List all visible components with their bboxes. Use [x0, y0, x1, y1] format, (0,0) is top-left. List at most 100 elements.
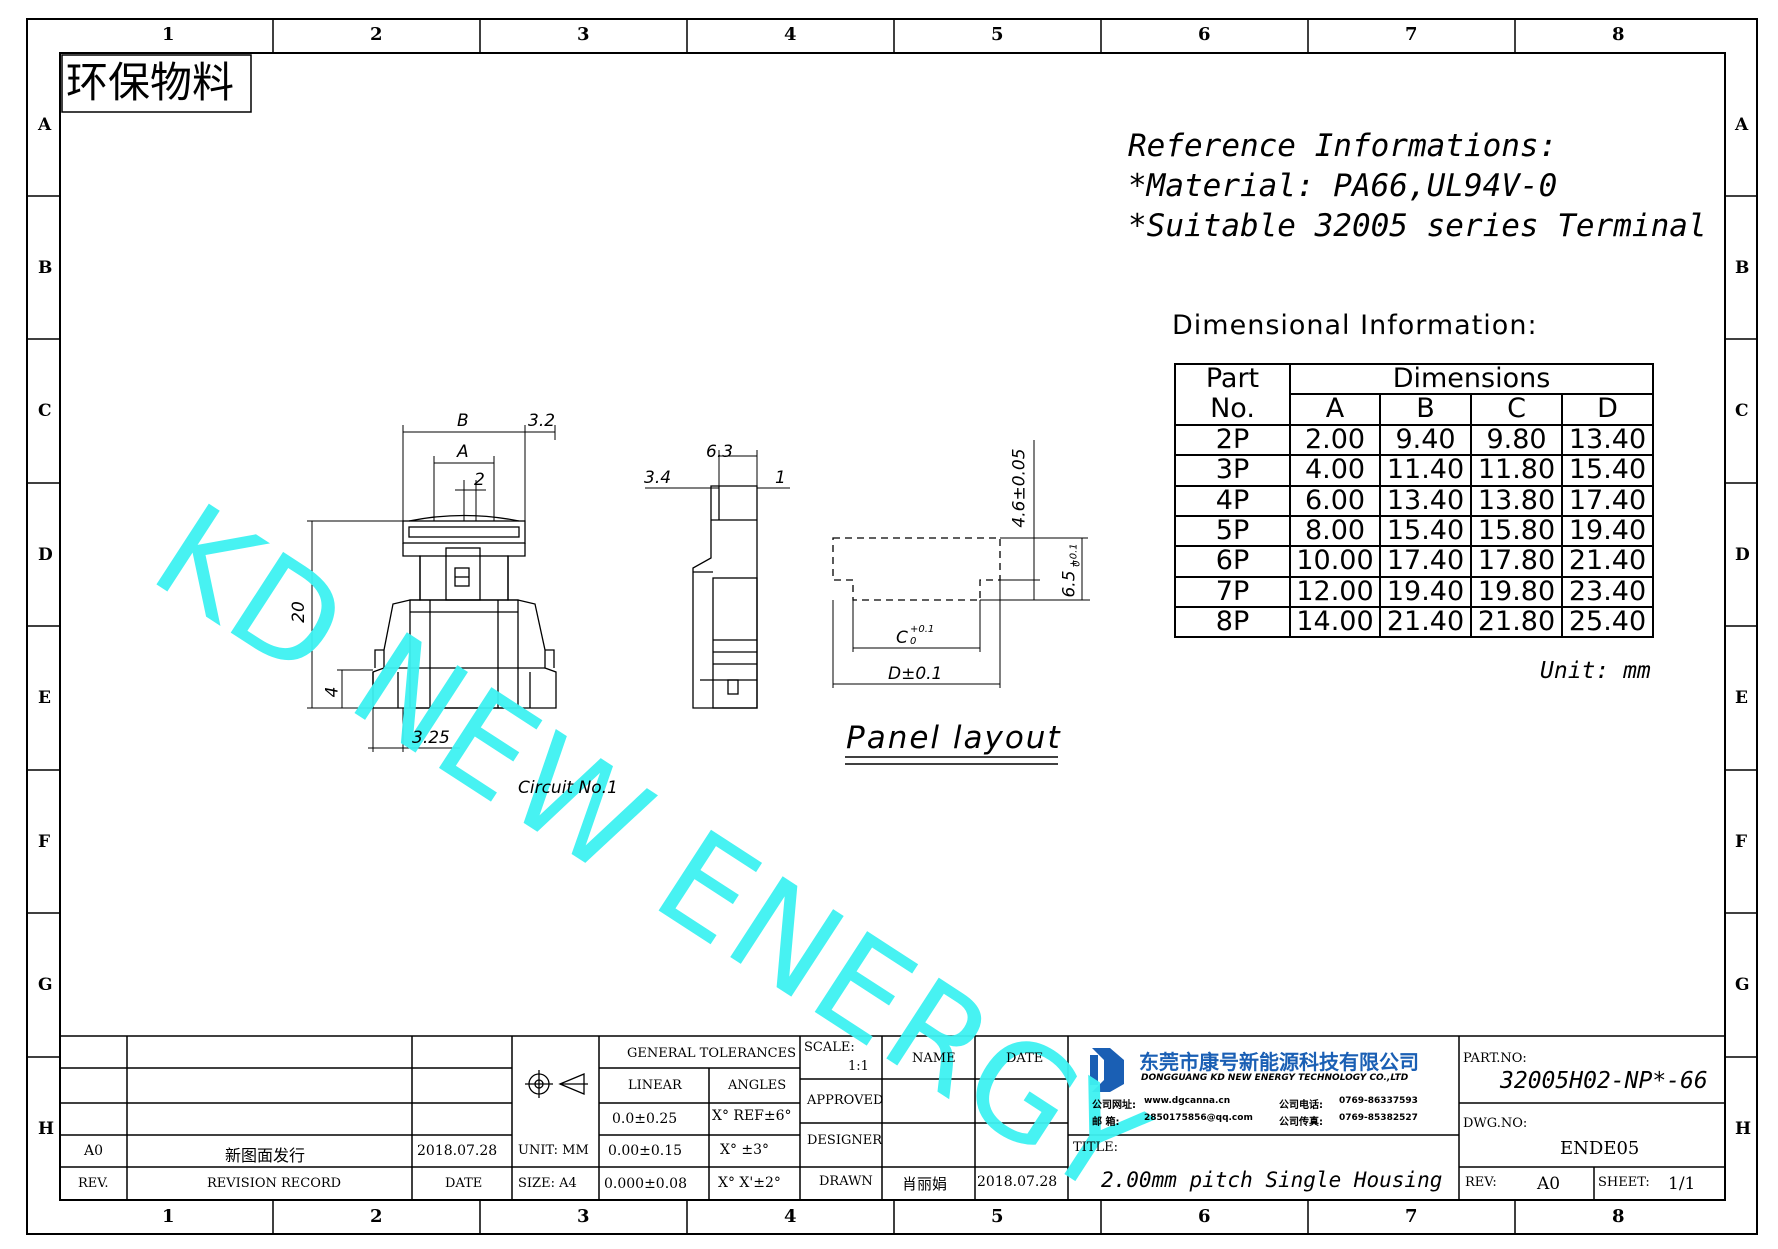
table-row-c: 19.80 [1477, 576, 1556, 607]
dim-label-pitch-2: 2 [474, 470, 485, 490]
dim-label-a: A [457, 442, 469, 462]
angles-header: ANGLES [728, 1078, 787, 1093]
table-row-a: 8.00 [1304, 515, 1366, 546]
table-row-a: 10.00 [1296, 545, 1374, 576]
part-no: 32005H02-NP*-66 [1500, 1068, 1708, 1094]
col-label-bottom-3: 3 [577, 1206, 590, 1227]
table-header-c: C [1507, 393, 1526, 424]
part-no-label: PART.NO: [1463, 1051, 1527, 1066]
dim-label-6-5-tol-lower: 0 [1071, 560, 1083, 567]
col-label-top-6: 6 [1198, 24, 1211, 45]
table-row-a: 4.00 [1304, 454, 1366, 485]
dim-label-height-20: 20 [288, 601, 309, 623]
size-field: SIZE: A4 [518, 1176, 577, 1191]
header-revision-record: REVISION RECORD [207, 1176, 342, 1191]
row-label-left-d: D [38, 545, 53, 565]
eco-material-label: 环保物料 [66, 58, 235, 107]
table-row-c: 11.80 [1477, 454, 1556, 485]
table-row-d: 17.40 [1568, 485, 1647, 516]
table-row-d: 23.40 [1568, 576, 1647, 607]
company-tel-label: 公司电话: [1279, 1100, 1323, 1111]
col-label-top-1: 1 [162, 24, 175, 45]
rev-date: 2018.07.28 [417, 1143, 498, 1159]
sheet-value: 1/1 [1668, 1174, 1696, 1194]
company-mail: 2850175856@qq.com [1144, 1113, 1253, 1123]
drawn-label: DRAWN [819, 1174, 873, 1189]
col-label-top-4: 4 [784, 24, 797, 45]
row-label-left-e: E [38, 688, 51, 708]
col-label-top-5: 5 [991, 24, 1004, 45]
general-tolerances: GENERAL TOLERANCES [627, 1046, 797, 1061]
row-label-right-h: H [1735, 1119, 1752, 1139]
company-fax-label: 公司传真: [1279, 1117, 1323, 1128]
reference-title: Reference Informations: [1128, 128, 1558, 164]
header-date: DATE [445, 1176, 483, 1191]
projection-symbol [525, 1070, 588, 1098]
angle-tol-1: X° REF±6° [712, 1108, 792, 1124]
col-label-bottom-8: 8 [1612, 1206, 1625, 1227]
dim-label-d: D±0.1 [888, 664, 943, 684]
table-row-a: 14.00 [1296, 606, 1374, 637]
col-label-top-7: 7 [1405, 24, 1418, 45]
table-row-part: 8P [1215, 606, 1250, 637]
row-label-left-h: H [38, 1119, 55, 1139]
dim-label-1: 1 [775, 468, 786, 488]
drawn-date: 2018.07.28 [977, 1174, 1058, 1190]
circuit-caption: Circuit No.1 [518, 778, 618, 798]
linear-tol-3: 0.000±0.08 [604, 1176, 687, 1192]
table-row-c: 21.80 [1477, 606, 1556, 637]
company-tel: 0769-86337593 [1339, 1096, 1418, 1106]
rev-record: 新图面发行 [225, 1146, 306, 1165]
table-header-dimensions: Dimensions [1392, 363, 1551, 394]
table-row-part: 7P [1215, 576, 1250, 607]
approved-label: APPROVED [807, 1093, 884, 1108]
angle-tol-2: X° ±3° [720, 1142, 770, 1158]
table-row-a: 6.00 [1304, 485, 1366, 516]
dim-label-b: B [457, 411, 469, 431]
rev-code: A0 [84, 1143, 104, 1159]
company-web: www.dgcanna.cn [1144, 1096, 1231, 1106]
table-row-b: 19.40 [1386, 576, 1465, 607]
table-row-b: 13.40 [1386, 485, 1465, 516]
company-web-label: 公司网址: [1092, 1100, 1136, 1111]
row-label-right-g: G [1735, 975, 1750, 995]
row-label-left-a: A [38, 115, 52, 135]
row-label-left-c: C [38, 401, 52, 421]
table-row-b: 17.40 [1386, 545, 1465, 576]
dim-label-height-4: 4 [322, 686, 343, 698]
col-label-bottom-2: 2 [370, 1206, 383, 1227]
dwg-no: ENDE05 [1560, 1138, 1640, 1159]
table-row-part: 2P [1215, 424, 1250, 455]
drawing-title: 2.00mm pitch Single Housing [1101, 1168, 1443, 1192]
table-header-a: A [1325, 393, 1345, 424]
row-label-left-g: G [38, 975, 53, 995]
sheet-label: SHEET: [1598, 1175, 1650, 1190]
unit-label: Unit: mm [1540, 658, 1651, 684]
dimensional-title: Dimensional Information: [1172, 310, 1538, 341]
table-row-b: 9.40 [1395, 424, 1456, 455]
date-header: DATE [1006, 1051, 1044, 1066]
linear-header: LINEAR [628, 1078, 682, 1093]
table-row-b: 11.40 [1386, 454, 1465, 485]
drawn-name: 肖丽娟 [902, 1175, 948, 1193]
reference-terminal: *Suitable 32005 series Terminal [1128, 208, 1707, 244]
col-label-bottom-4: 4 [784, 1206, 797, 1227]
dim-label-6-3: 6.3 [706, 442, 734, 462]
title-label: TITLE: [1073, 1140, 1118, 1155]
table-row-c: 15.80 [1477, 515, 1556, 546]
company-logo [1090, 1048, 1124, 1092]
unit-field: UNIT: MM [518, 1143, 589, 1158]
reference-material: *Material: PA66,UL94V-0 [1128, 168, 1558, 204]
designer-label: DESIGNER [807, 1133, 882, 1148]
dim-label-c-tol-upper: +0.1 [910, 624, 935, 635]
table-row-a: 12.00 [1296, 576, 1374, 607]
row-label-left-f: F [38, 832, 51, 852]
table-row-part: 3P [1215, 454, 1250, 485]
scale-label: SCALE: [804, 1040, 855, 1055]
table-row-c: 17.80 [1477, 545, 1556, 576]
linear-tol-2: 0.00±0.15 [608, 1143, 683, 1159]
panel-layout-caption: Panel layout [846, 720, 1062, 756]
col-label-bottom-7: 7 [1405, 1206, 1418, 1227]
table-row-part: 6P [1215, 545, 1250, 576]
